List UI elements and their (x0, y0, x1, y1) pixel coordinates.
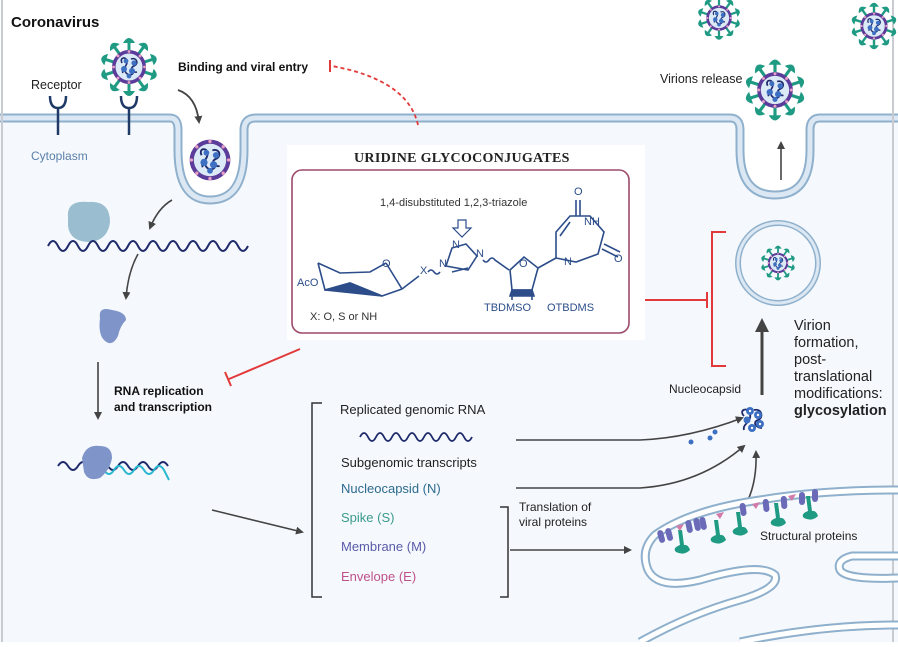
subgenomic-label: Subgenomic transcripts (341, 455, 477, 470)
ribosome-icon (67, 201, 110, 242)
entry-arrow (177, 89, 203, 124)
virion-icon (850, 3, 897, 49)
rna-replication-label-2: and transcription (114, 400, 213, 414)
polymerase-complex-icon (82, 445, 112, 480)
membrane-proteins (657, 489, 818, 543)
rna-nascent (103, 465, 170, 481)
polymerase-icon (99, 309, 126, 344)
cytoplasm-label: Cytoplasm (31, 149, 88, 163)
inhibition-line-left (228, 348, 301, 380)
atom-o-top: O (574, 186, 583, 198)
translation-label-2: viral proteins (519, 515, 588, 529)
atom-otbdms: OTBDMS (547, 302, 595, 314)
virion-formation-line-2: formation, (794, 335, 859, 351)
atom-aco: AcO (297, 277, 319, 289)
glycosylation-label: glycosylation (794, 403, 887, 419)
atom-o-furanose: O (519, 258, 528, 270)
figure-title: Coronavirus (11, 14, 100, 31)
polyprotein-arrow (122, 253, 139, 300)
virion-icon (744, 60, 806, 121)
atom-n-uracil: N (564, 256, 572, 268)
binding-entry-label: Binding and viral entry (178, 60, 309, 74)
rna-list-bracket (311, 402, 322, 598)
spike-proteins (674, 496, 818, 554)
compound-box-title: URIDINE GLYCOCONJUGATES (354, 151, 570, 166)
replicated-rna-wave (359, 432, 473, 442)
endocytosed-virion-icon (188, 138, 232, 182)
virion-formation-line-1: Virion (794, 318, 831, 334)
envelope-proteins (676, 494, 796, 531)
translation-arrow (148, 199, 173, 230)
atom-x: X (420, 265, 428, 277)
receptor-label: Receptor (31, 78, 82, 92)
nucleocapsid-label: Nucleocapsid (669, 382, 742, 396)
subgenomic-item: Envelope (E) (341, 569, 417, 584)
virion-icon (100, 38, 159, 96)
atom-n2: N (452, 239, 460, 251)
virions-release-label: Virions release (660, 72, 743, 86)
genomic-rna (47, 240, 249, 252)
virion-formation-label: Virion formation, post- translational mo… (794, 318, 898, 420)
structural-protein-arrow (747, 450, 761, 501)
translation-label-1: Translation of (519, 500, 592, 514)
cytoplasm-region (0, 118, 898, 642)
rna-replication-label-1: RNA replication (114, 384, 204, 398)
nucleocapsid-protein-arrow (516, 444, 746, 489)
nucleocapsid-icon (741, 407, 764, 432)
receptor-icon (48, 95, 68, 135)
subgenomic-item: Spike (S) (341, 510, 395, 525)
chemical-structure (317, 200, 621, 300)
subgenomic-item: Membrane (M) (341, 539, 427, 554)
receptor-bound-icon (119, 95, 139, 135)
structural-proteins-label: Structural proteins (760, 529, 858, 543)
transcripts-arrow (211, 509, 304, 535)
genomic-rna-arrow (516, 416, 744, 441)
atom-n1: N (439, 258, 447, 270)
virion-formation-line-5: modifications: (794, 386, 883, 402)
virion-formation-line-3: post- (794, 352, 827, 368)
atom-nh: NH (584, 216, 600, 228)
n-protein-dots (688, 429, 718, 445)
triazole-label: 1,4-disubstituted 1,2,3-triazole (380, 197, 528, 209)
subgenomic-item: Nucleocapsid (N) (341, 481, 441, 496)
inhibition-dashed-arrow (331, 65, 419, 126)
x-substituent-note: X: O, S or NH (310, 311, 378, 323)
inhibition-bracket (711, 231, 726, 367)
virion-formation-line-4: translational (794, 369, 873, 385)
atom-n3: N (476, 248, 484, 260)
virion-icon (697, 0, 741, 40)
translation-bracket (500, 506, 509, 598)
compound-box (291, 169, 630, 334)
atom-o-right: O (614, 253, 623, 265)
atom-o-pyranose: O (382, 258, 391, 270)
replicated-rna-label: Replicated genomic RNA (340, 402, 486, 417)
inhibition-bar-left (224, 371, 232, 387)
atom-tbdmso: TBDMSO (484, 302, 532, 314)
